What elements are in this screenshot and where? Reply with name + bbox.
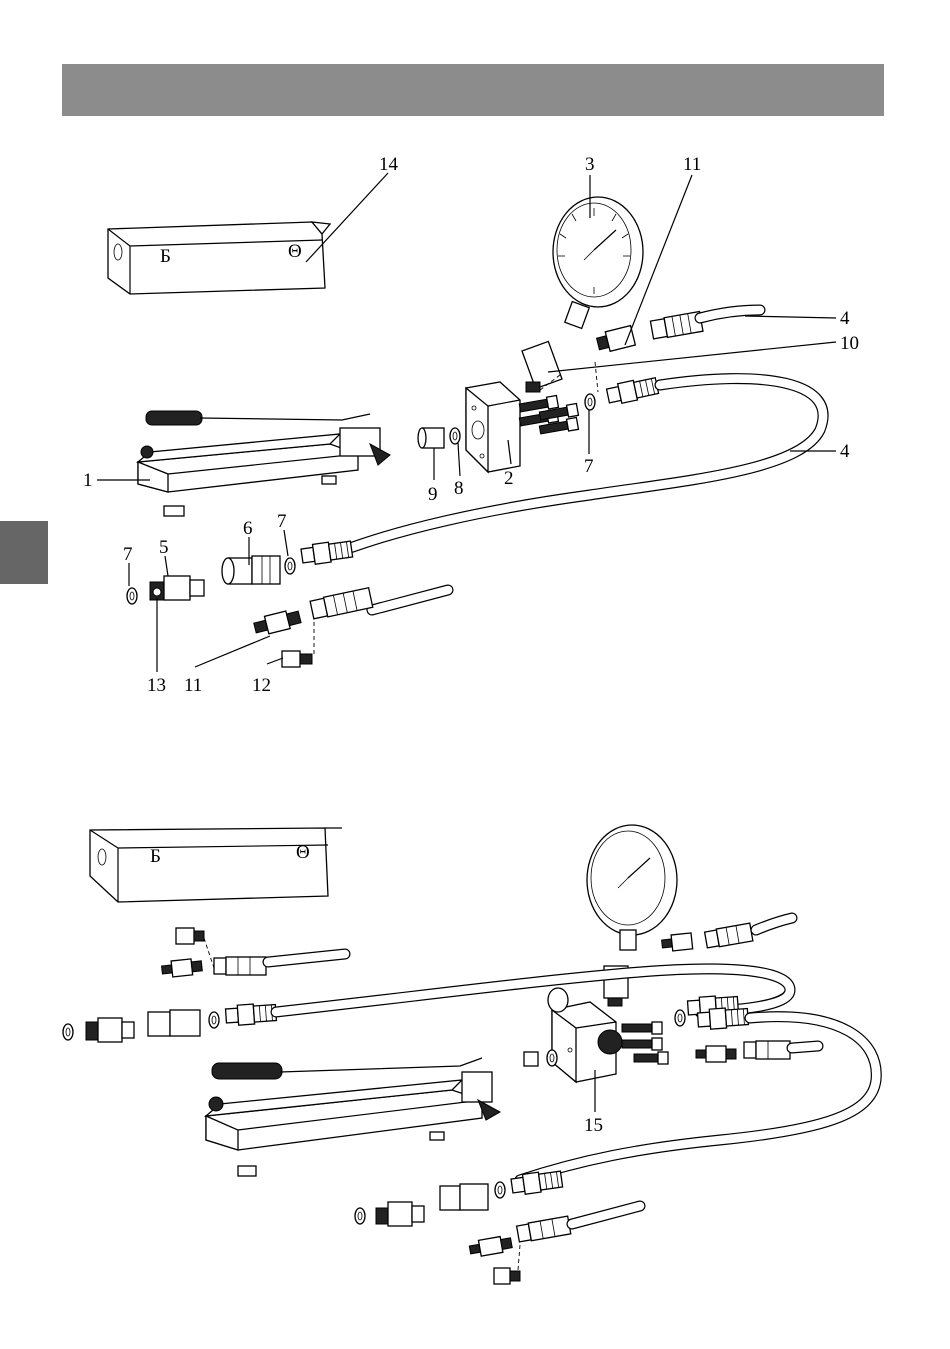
svg-text:Θ: Θ [296,842,310,863]
washer-7-left [127,588,137,604]
callout-1: 1 [83,470,93,491]
callout-14: 14 [379,154,399,175]
hose-end-lower [310,588,448,620]
ring-fig2 [547,1050,557,1066]
cap-left [176,928,204,944]
plug-fig2 [524,1052,538,1066]
cap-lower [494,1268,520,1284]
svg-text:Б: Б [160,246,171,267]
pressure-gauge [587,825,677,950]
svg-text:Б: Б [150,846,161,867]
toolbox: Б Θ [90,828,342,902]
bolts-fig2 [622,1022,668,1064]
callout-7-left: 7 [123,544,133,565]
callout-9: 9 [428,484,438,505]
callout-7-middle: 7 [277,511,287,532]
washer-lower-left [355,1208,365,1224]
o-ring-8 [450,428,460,444]
cap-12 [282,651,312,667]
nipple-5 [150,576,204,600]
hand-pump-1 [138,411,390,516]
fitting-right-lower [696,1046,736,1062]
callout-11-lower: 11 [184,675,202,696]
callout-4-hose: 4 [840,441,850,462]
pressure-gauge-3 [553,197,643,328]
adapter-10 [522,341,562,392]
hose-coupler-lower [511,1169,563,1196]
callout-6: 6 [243,518,253,539]
hose-coupler-top [606,376,659,406]
fitting-right-top [661,933,693,952]
hose-end-right-top [704,923,752,949]
washer-7-top [585,394,595,410]
plug-9 [418,428,444,448]
bolts [519,395,579,435]
hose-end-left [214,957,266,975]
fitting-lower [469,1235,513,1258]
toolbox-14: Б Θ [108,222,330,294]
callout-3: 3 [585,154,595,175]
callout-8: 8 [454,478,464,499]
callout-13: 13 [147,675,166,696]
washer-mid-left [209,1012,219,1028]
callout-10: 10 [840,333,859,354]
coupler-lower [440,1184,488,1210]
manifold-block-2 [466,382,520,472]
fitting-11-top [596,326,636,354]
hose-end-right-lower [744,1041,790,1059]
coupler-left [148,1010,200,1036]
washer-left [63,1024,73,1040]
callout-5: 5 [159,537,169,558]
callout-4-top: 4 [840,308,850,329]
callout-12: 12 [252,675,271,696]
figure-2: Б Θ [63,825,876,1284]
hose-end-lower-fig2 [516,1216,570,1243]
fitting-left [161,958,202,978]
hand-pump [206,1058,500,1176]
svg-text:Θ: Θ [288,241,302,262]
fitting-11-lower [253,608,302,637]
coupler-6 [222,556,280,584]
callout-11-top: 11 [683,154,701,175]
hose-coupler-left [225,1003,276,1026]
hose-coupler-middle [301,539,353,566]
washer-lower-mid [495,1182,505,1198]
washer-right [675,1010,685,1026]
callout-2: 2 [504,468,514,489]
figure-1: Б Θ [83,154,859,696]
callout-15: 15 [584,1115,603,1136]
nipple-left [86,1018,134,1042]
nipple-lower [376,1202,424,1226]
callout-7-right: 7 [584,456,594,477]
washer-7-middle [285,558,295,574]
